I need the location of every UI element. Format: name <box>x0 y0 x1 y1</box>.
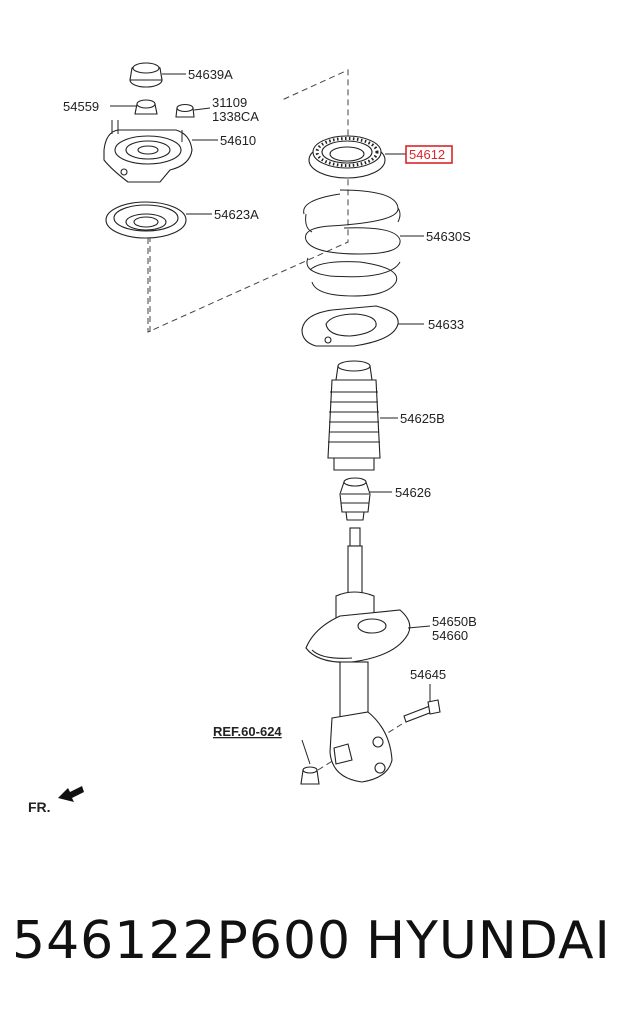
assembly-dashed-outline <box>147 69 349 333</box>
part-54625B-dust-cover[interactable] <box>327 360 381 471</box>
part-54559-nut[interactable] <box>134 99 158 115</box>
highlight-box-54612 <box>405 145 453 164</box>
label-54639A[interactable]: 54639A <box>188 67 233 82</box>
label-54612[interactable]: 54612 <box>409 147 445 162</box>
front-direction-arrow-icon <box>58 786 84 802</box>
part-54610-strut-mount[interactable] <box>103 120 193 183</box>
label-54626[interactable]: 54626 <box>395 485 431 500</box>
footer-part-number: 546122P600 <box>12 911 351 971</box>
part-54630S-coil-spring[interactable] <box>303 189 401 297</box>
part-54623A-insulator[interactable] <box>105 201 187 239</box>
part-31109-nut[interactable] <box>175 103 195 118</box>
part-54650B-strut-assembly[interactable] <box>305 527 411 783</box>
label-54650B[interactable]: 54650B <box>432 614 477 629</box>
part-54626-bump-stopper[interactable] <box>339 477 371 521</box>
label-fr: FR. <box>28 799 51 815</box>
label-54610[interactable]: 54610 <box>220 133 256 148</box>
label-54645[interactable]: 54645 <box>410 667 446 682</box>
label-54630S[interactable]: 54630S <box>426 229 471 244</box>
label-54559[interactable]: 54559 <box>63 99 99 114</box>
label-54660[interactable]: 54660 <box>432 628 468 643</box>
part-54645-bolt[interactable] <box>403 699 441 723</box>
part-ref-nut[interactable] <box>300 766 320 785</box>
label-1338CA[interactable]: 1338CA <box>212 109 259 124</box>
footer-brand: HYUNDAI <box>366 911 611 971</box>
part-54633-spring-pad[interactable] <box>301 305 399 347</box>
label-54633[interactable]: 54633 <box>428 317 464 332</box>
label-ref-60-624[interactable]: REF.60-624 <box>213 724 282 739</box>
part-54612-strut-bearing[interactable] <box>308 135 386 179</box>
part-54639A-cap[interactable] <box>129 62 163 88</box>
label-54623A[interactable]: 54623A <box>214 207 259 222</box>
label-31109[interactable]: 31109 <box>212 95 247 110</box>
label-54625B[interactable]: 54625B <box>400 411 445 426</box>
